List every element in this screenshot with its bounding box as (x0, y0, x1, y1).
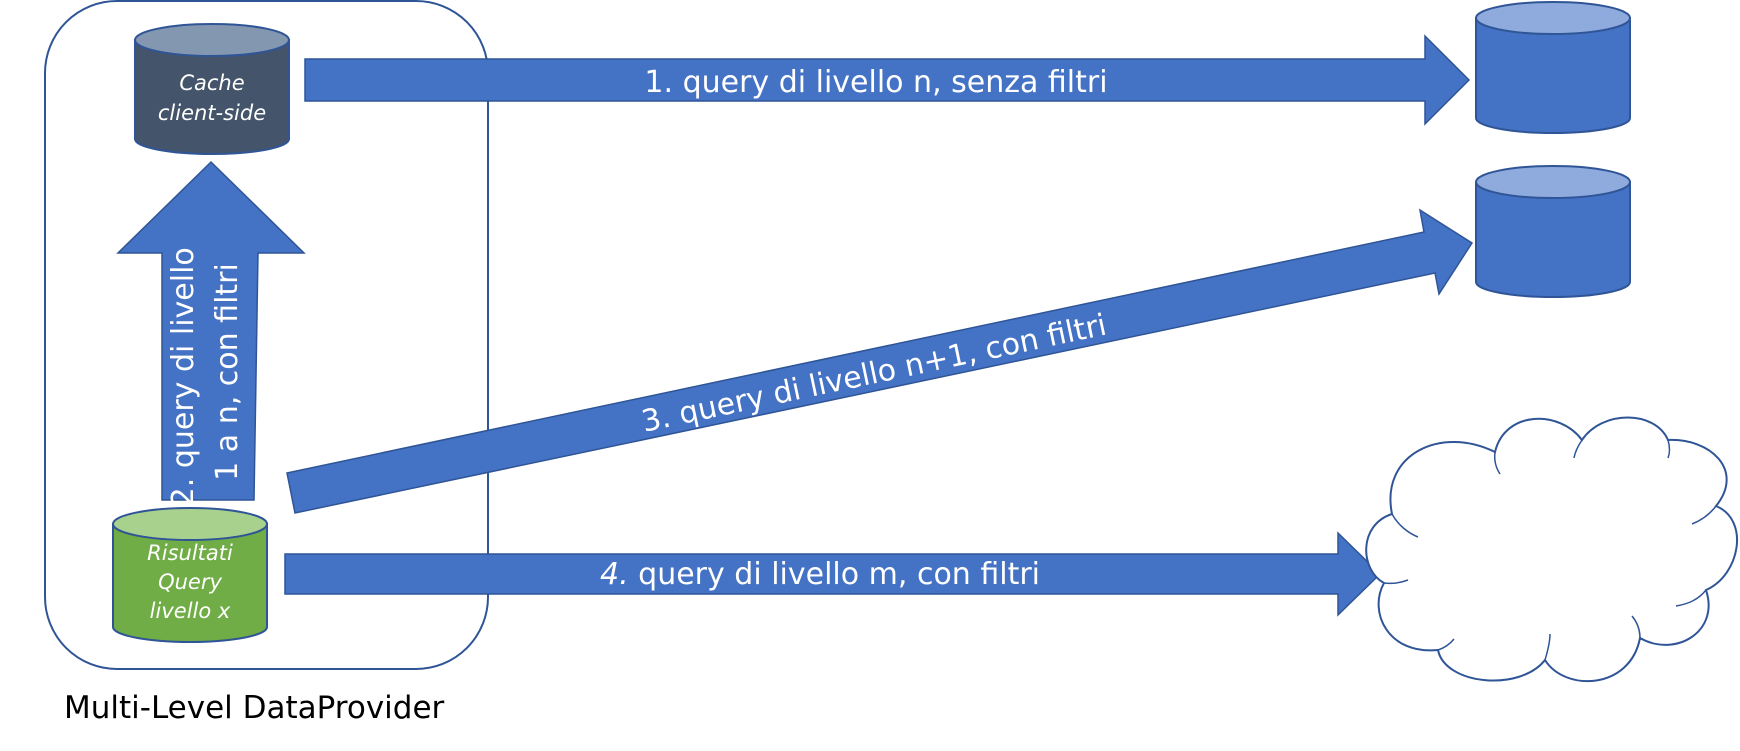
arrow-1-label: 1. query di livello n, senza filtri (644, 65, 1107, 100)
target-database-1 (1475, 1, 1631, 134)
database-icon (1475, 1, 1631, 134)
cache-db-label-line2: client-side (158, 101, 266, 125)
cache-database: Cache client-side (134, 23, 290, 155)
results-db-label-line3: livello x (150, 599, 231, 623)
arrow-2-label-line1: 2. query di livello (166, 247, 201, 506)
arrow-2-label-line2: 1 a n, con filtri (210, 263, 245, 481)
arrow-1: 1. query di livello n, senza filtri (304, 34, 1471, 126)
database-icon (1475, 165, 1631, 298)
target-database-2 (1475, 165, 1631, 298)
dataprovider-container (44, 0, 489, 670)
dataprovider-caption: Multi-Level DataProvider (64, 690, 445, 726)
arrow-2: 2. query di livello 1 a n, con filtri (116, 160, 306, 507)
results-db-label-line2: Query (158, 570, 222, 594)
arrow-3-label: 3. query di livello n+1, con filtri (639, 308, 1110, 440)
database-icon (134, 23, 290, 155)
cloud-icon (1365, 416, 1739, 683)
arrow-2-label: 2. query di livello 1 a n, con filtri (166, 238, 245, 507)
database-icon (112, 507, 268, 643)
results-db-label-line1: Risultati (147, 541, 233, 565)
arrow-4-text: query di livello m, con filtri (629, 557, 1040, 592)
arrow-4: 4. query di livello m, con filtri (284, 531, 1382, 617)
results-database: Risultati Query livello x (112, 507, 268, 643)
arrow-4-number: 4. (600, 557, 629, 592)
arrow-3: 3. query di livello n+1, con filtri (286, 208, 1474, 514)
cache-db-label-line1: Cache (179, 71, 244, 95)
arrow-4-label: 4. query di livello m, con filtri (600, 557, 1040, 592)
